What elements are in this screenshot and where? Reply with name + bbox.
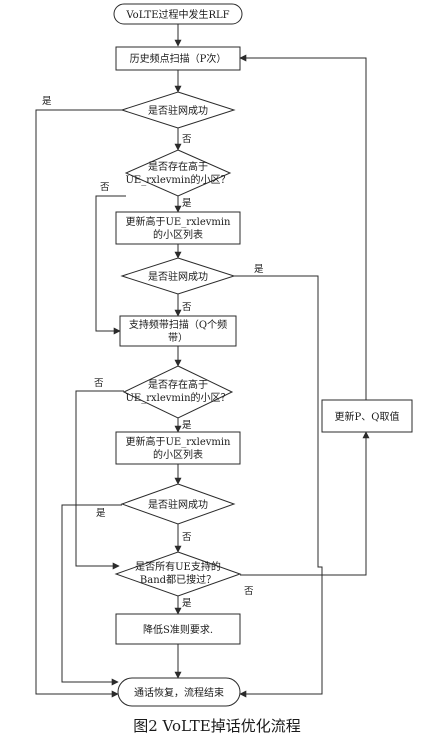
label-cell-exist2-yes: 是 (182, 420, 192, 431)
decision-cell-exist1-line2: UE_rxlevmin的小区？ (125, 173, 230, 186)
decision-all-bands: 是否所有UE支持的 Band都已搜过？ (114, 551, 242, 597)
node-lower-s: 降低S准则要求. (115, 613, 241, 645)
decision-cell-exist1-line1: 是否存在高于 (148, 160, 208, 173)
decision-camp3: 是否驻网成功 (120, 483, 236, 525)
node-update-list2: 更新高于UE_rxlevmin 的小区列表 (115, 431, 241, 465)
node-start: VoLTE过程中发生RLF (113, 3, 243, 25)
label-cell-exist1-yes: 是 (182, 198, 192, 209)
label-camp3-yes: 是 (96, 508, 106, 519)
node-end-text: 通话恢复，流程结束 (134, 686, 224, 699)
node-lower-s-text: 降低S准则要求. (143, 623, 213, 636)
decision-all-bands-line2: Band都已搜过？ (140, 573, 216, 586)
label-camp2-yes: 是 (254, 264, 264, 275)
node-band-scan: 支持频带扫描（Q个频 带） (119, 315, 237, 347)
label-camp1-no: 否 (182, 134, 192, 145)
node-update-list1: 更新高于UE_rxlevmin 的小区列表 (115, 211, 241, 245)
decision-cell-exist2-line2: UE_rxlevmin的小区？ (125, 391, 230, 404)
label-all-bands-yes: 是 (182, 598, 192, 609)
node-history-scan: 历史频点扫描（P次） (115, 46, 241, 71)
edge-labels: 是 否 否 是 是 否 否 是 是 否 否 是 (42, 96, 264, 609)
decision-camp1: 是否驻网成功 (120, 91, 236, 129)
node-end: 通话恢复，流程结束 (117, 677, 241, 707)
figure-caption: 图2 VoLTE掉话优化流程 (133, 717, 301, 735)
label-camp3-no: 否 (182, 532, 192, 543)
node-update-list2-line2: 的小区列表 (153, 448, 203, 461)
node-band-scan-line1: 支持频带扫描（Q个频 (129, 318, 227, 331)
node-history-scan-text: 历史频点扫描（P次） (130, 52, 227, 65)
node-update-list2-line1: 更新高于UE_rxlevmin (125, 435, 231, 448)
decision-camp1-text: 是否驻网成功 (148, 104, 208, 117)
decision-all-bands-line1: 是否所有UE支持的 (135, 560, 221, 573)
node-band-scan-line2: 带） (168, 332, 188, 344)
node-update-pq: 更新P、Q取值 (321, 399, 413, 433)
node-update-list1-line1: 更新高于UE_rxlevmin (125, 215, 231, 228)
label-camp1-yes: 是 (42, 96, 52, 107)
decision-camp2-text: 是否驻网成功 (148, 270, 208, 283)
decision-camp3-text: 是否驻网成功 (148, 498, 208, 511)
node-start-text: VoLTE过程中发生RLF (125, 8, 229, 21)
decision-cell-exist2-line1: 是否存在高于 (148, 378, 208, 391)
label-cell-exist1-no: 否 (100, 182, 110, 193)
node-update-pq-text: 更新P、Q取值 (335, 410, 400, 423)
decision-camp2: 是否驻网成功 (120, 257, 236, 295)
label-cell-exist2-no: 否 (94, 378, 104, 389)
node-update-list1-line2: 的小区列表 (153, 228, 203, 241)
decision-cell-exist1: 是否存在高于 UE_rxlevmin的小区？ (124, 149, 232, 197)
label-all-bands-no: 否 (244, 586, 254, 597)
label-camp2-no: 否 (182, 302, 192, 313)
connectors (35, 24, 370, 698)
decision-cell-exist2: 是否存在高于 UE_rxlevmin的小区？ (122, 365, 234, 419)
